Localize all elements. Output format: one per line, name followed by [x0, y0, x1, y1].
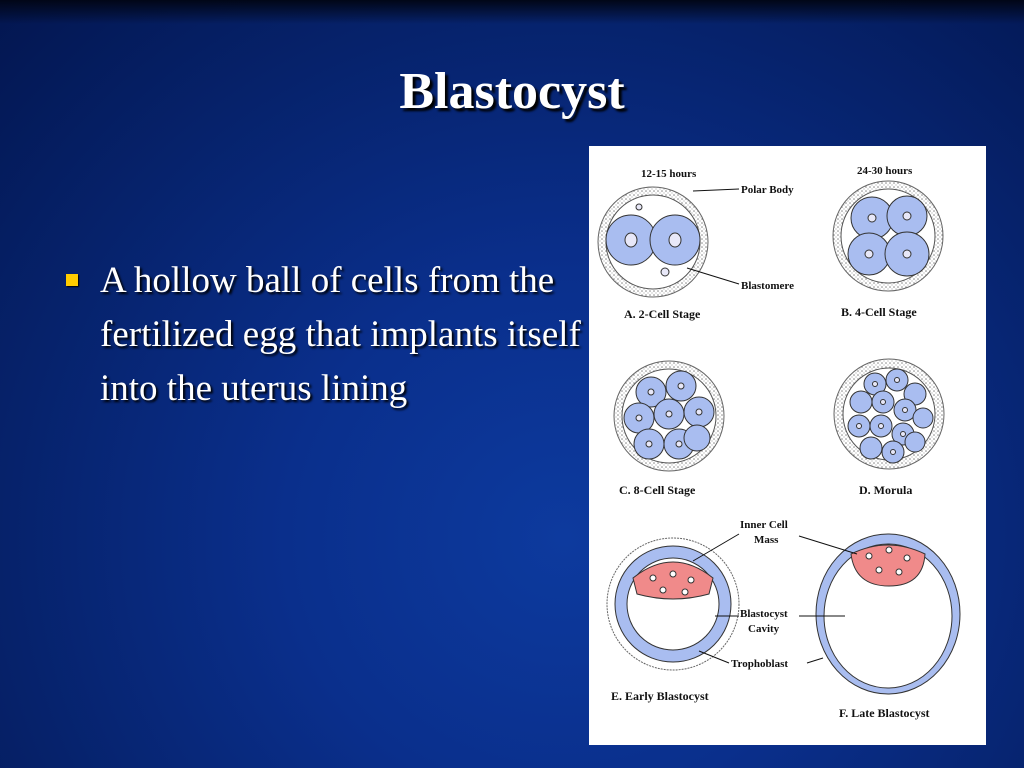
inner-cell-mass-label-line2: Mass	[754, 534, 779, 546]
late-blastocyst-drawing	[815, 533, 961, 695]
stage-b-label: B. 4-Cell Stage	[841, 305, 917, 319]
stage-c-label: C. 8-Cell Stage	[619, 483, 696, 497]
top-shadow-band	[0, 0, 1024, 24]
eight-cell-stage-drawing	[613, 360, 725, 472]
time-label-a: 12-15 hours	[641, 168, 697, 180]
blastomere-label: Blastomere	[741, 280, 794, 292]
time-label-b: 24-30 hours	[857, 165, 913, 177]
polar-body-label: Polar Body	[741, 184, 794, 196]
blastocyst-cavity-label-line2: Cavity	[748, 623, 780, 635]
blastocyst-cavity-label-line1: Blastocyst	[740, 608, 788, 620]
bullet-text: A hollow ball of cells from the fertiliz…	[100, 260, 581, 409]
diagram-canvas: 12-15 hours Polar Body Blastomere A. 2-C…	[597, 165, 961, 720]
early-blastocyst-drawing	[606, 537, 740, 671]
slide-title: Blastocyst	[399, 63, 625, 120]
inner-cell-mass-label-line1: Inner Cell	[740, 519, 788, 531]
square-bullet-icon	[66, 274, 78, 286]
two-cell-stage-drawing	[597, 186, 709, 298]
bullet-item: A hollow ball of cells from the fertiliz…	[62, 254, 582, 416]
trophoblast-label: Trophoblast	[731, 658, 788, 670]
embryo-development-diagram: 12-15 hours Polar Body Blastomere A. 2-C…	[589, 146, 986, 745]
four-cell-stage-drawing	[832, 180, 944, 292]
stage-d-label: D. Morula	[859, 483, 912, 497]
bullet-list: A hollow ball of cells from the fertiliz…	[62, 254, 582, 416]
morula-drawing	[833, 358, 945, 470]
stage-a-label: A. 2-Cell Stage	[624, 307, 701, 321]
stage-e-label: E. Early Blastocyst	[611, 689, 709, 703]
stage-f-label: F. Late Blastocyst	[839, 706, 930, 720]
